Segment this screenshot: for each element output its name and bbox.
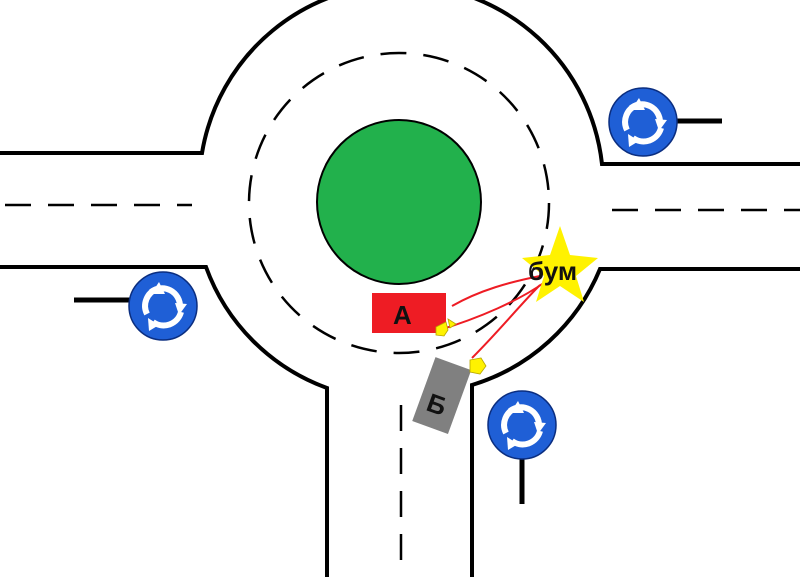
roundabout-sign-bottom [487,390,557,460]
car-b: Б [412,357,472,435]
central-island [316,119,482,285]
car-a: А [372,293,457,337]
collision-star: бум [522,226,598,302]
roundabout-icon [142,282,187,331]
turn-signal-car-b [469,357,487,375]
trajectory-car-b [471,284,541,359]
trajectory-car-a [451,275,541,307]
turn-signal-car-a [435,318,457,337]
trajectories [435,275,546,359]
roundabout-sign-top-right [608,87,678,157]
roundabout-icon [622,98,667,147]
roundabout-sign-left [128,271,198,341]
car-a-label: А [393,300,412,330]
lane-markings [5,51,800,577]
roundabout-icon [501,401,546,450]
sign-posts [74,118,722,504]
collision-label: бум [528,256,577,286]
